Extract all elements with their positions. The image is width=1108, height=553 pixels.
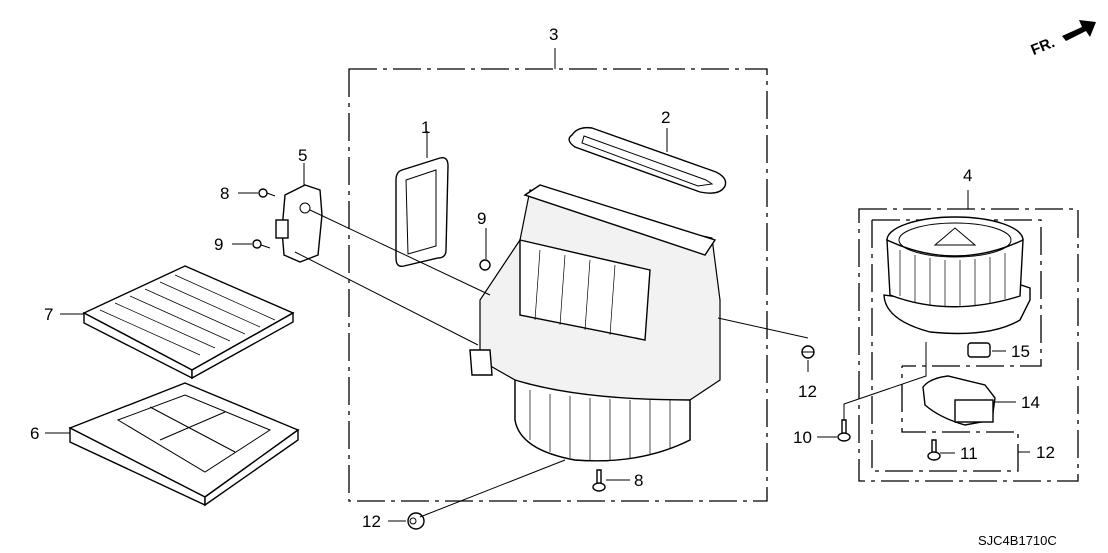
callout-8-housing[interactable]: 8	[634, 471, 643, 490]
callout-14[interactable]: 14	[1021, 393, 1040, 412]
part-8-screw-housing[interactable]	[592, 469, 606, 492]
callout-13[interactable]: 12	[1036, 443, 1055, 462]
part-6-filter-case[interactable]	[68, 382, 300, 507]
part-10-screw[interactable]	[837, 419, 851, 442]
leader-5-assembly-2	[294, 251, 479, 346]
part-14-motor-holder[interactable]	[922, 375, 996, 426]
group-box-motor	[872, 219, 1042, 367]
callout-1[interactable]: 1	[421, 118, 430, 137]
part-4-blower-motor[interactable]	[883, 216, 1031, 335]
callout-12-bottom[interactable]: 12	[362, 512, 381, 531]
leader-12-right-assembly	[717, 317, 809, 339]
callout-6[interactable]: 6	[30, 424, 39, 443]
part-9-screw-upper[interactable]	[258, 188, 276, 198]
part-8-screw-kit[interactable]	[927, 439, 941, 461]
leader-12-bottom-assembly	[419, 459, 566, 518]
callout-9-lower[interactable]: 9	[214, 235, 223, 254]
part-1-seal[interactable]	[395, 156, 449, 268]
front-arrow-icon	[1062, 20, 1096, 41]
callout-10[interactable]: 10	[793, 428, 812, 447]
part-3-housing[interactable]	[469, 184, 721, 462]
part-12-clip-right[interactable]	[801, 345, 815, 359]
part-11-clip[interactable]	[479, 259, 491, 271]
leader-10-assembly	[843, 342, 927, 420]
callout-3[interactable]: 3	[549, 25, 558, 44]
part-2-seal[interactable]	[568, 126, 727, 194]
callout-5[interactable]: 5	[298, 146, 307, 165]
callout-7[interactable]: 7	[44, 305, 53, 324]
callout-12-right[interactable]: 12	[798, 382, 817, 401]
part-9-screw-lower[interactable]	[252, 239, 271, 249]
diagram-code: SJC4B1710C	[978, 533, 1057, 548]
part-7-filter[interactable]	[82, 265, 295, 380]
fr-label: FR.	[1028, 34, 1057, 59]
callout-2[interactable]: 2	[661, 108, 670, 127]
callout-4[interactable]: 4	[963, 166, 972, 185]
callout-15[interactable]: 15	[1011, 342, 1030, 361]
front-orientation-marker: FR.	[1028, 20, 1096, 59]
part-12-grommet-bottom[interactable]	[407, 512, 425, 530]
callout-8-kit[interactable]: 11	[960, 444, 978, 463]
part-5-actuator[interactable]	[275, 184, 323, 263]
group-box-3	[348, 68, 768, 502]
callout-9-upper[interactable]: 8	[220, 184, 229, 203]
leader-5-assembly	[309, 209, 491, 296]
callout-11[interactable]: 9	[477, 209, 486, 228]
part-15-connector[interactable]	[967, 342, 991, 358]
